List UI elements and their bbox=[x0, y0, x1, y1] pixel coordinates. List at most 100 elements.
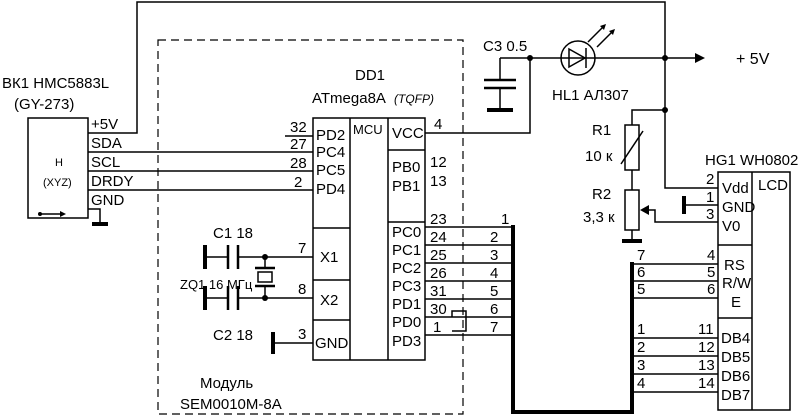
pin-number: 4 bbox=[434, 116, 442, 133]
sensor-pin-scl: SCL bbox=[91, 154, 120, 171]
pin-name: PC2 bbox=[392, 260, 421, 277]
sensor-bk1: ВК1 HMC5883L (GY-273) H (XYZ) +5V SDA SC… bbox=[2, 75, 134, 219]
capacitor-c1: C1 18 bbox=[213, 225, 253, 269]
sensor-pin-drdy: DRDY bbox=[91, 173, 134, 190]
pin-number: 11 bbox=[698, 321, 714, 338]
c3-label: C3 0.5 bbox=[483, 38, 527, 55]
bus-index: 4 bbox=[490, 265, 498, 282]
sensor-ref: ВК1 HMC5883L bbox=[2, 75, 109, 92]
bus-index: 2 bbox=[490, 229, 498, 246]
pin-number: 7 bbox=[298, 240, 306, 257]
lcd-body bbox=[717, 171, 791, 411]
mcu-dd1: DD1 ATmega8A (TQFP) MCU 32 PD2 27 PC4 28… bbox=[290, 67, 509, 361]
supply-label: + 5V bbox=[736, 51, 770, 68]
sensor-axis-arrow-icon bbox=[38, 211, 66, 217]
bus-index: 5 bbox=[637, 281, 645, 298]
bus-index: 7 bbox=[490, 319, 498, 336]
wiper-arrow-icon bbox=[640, 205, 649, 215]
crystal-plates bbox=[255, 266, 275, 288]
potentiometer-icon bbox=[624, 189, 640, 231]
resistor-r1: R1 10 к bbox=[585, 122, 644, 171]
pin-number: 23 bbox=[430, 211, 447, 228]
pin-name: PC4 bbox=[316, 144, 345, 161]
pin-name: PD1 bbox=[392, 296, 421, 313]
pin-number: 26 bbox=[430, 265, 447, 282]
bus-index: 3 bbox=[490, 247, 498, 264]
bus-index: 4 bbox=[637, 375, 645, 392]
module-outline bbox=[157, 39, 464, 415]
junction-dot bbox=[527, 55, 533, 61]
wires bbox=[88, 1, 718, 414]
mcu-part: ATmega8A bbox=[312, 90, 386, 107]
bus-index: 7 bbox=[637, 247, 645, 264]
sensor-pin-sda: SDA bbox=[91, 135, 122, 152]
pin-number: 12 bbox=[430, 154, 447, 171]
bus-index: 6 bbox=[490, 301, 498, 318]
pin-number: 32 bbox=[290, 119, 307, 136]
bus-index: 3 bbox=[637, 357, 645, 374]
bus-index: 2 bbox=[637, 339, 645, 356]
sensor-gnd-wire bbox=[88, 208, 101, 223]
mcu-right-dividers bbox=[388, 149, 425, 223]
pin-name: DB6 bbox=[721, 368, 750, 385]
mcu-left-dividers bbox=[313, 227, 350, 321]
pin-name: DB4 bbox=[721, 330, 750, 347]
pin-number: 14 bbox=[698, 375, 715, 392]
pin-number: 3 bbox=[298, 326, 306, 343]
mcu-package: (TQFP) bbox=[394, 92, 434, 106]
pin-name: R/W bbox=[722, 275, 752, 292]
pin-number: 28 bbox=[290, 155, 307, 172]
sensor-body-line1: H bbox=[55, 157, 63, 169]
junction-dot bbox=[262, 254, 268, 260]
pin-number: 24 bbox=[430, 229, 447, 246]
pin-number: 2 bbox=[294, 174, 302, 191]
pin-name: PC0 bbox=[392, 224, 421, 241]
crystal-icon bbox=[257, 271, 273, 283]
pin-name: RS bbox=[724, 257, 745, 274]
junction-dot bbox=[662, 107, 668, 113]
mcu-header: MCU bbox=[353, 122, 383, 137]
capacitor-icon bbox=[226, 245, 240, 269]
capacitor-icon bbox=[226, 286, 240, 310]
lcd-label: LCD bbox=[758, 177, 788, 194]
module-name: SEM0010M-8A bbox=[180, 396, 282, 413]
pin-number: 4 bbox=[707, 247, 715, 264]
r2-value: 3,3 к bbox=[583, 209, 615, 226]
wiper-wire bbox=[646, 209, 718, 223]
sensor-body-line2: (XYZ) bbox=[43, 177, 72, 189]
potentiometer-r2: R2 3,3 к bbox=[583, 186, 640, 231]
pin-name: VCC bbox=[392, 125, 424, 142]
vcc-wire bbox=[425, 58, 531, 134]
pin-name: PB1 bbox=[392, 178, 420, 195]
data-bus bbox=[511, 225, 634, 414]
capacitor-c2: C2 18 bbox=[213, 286, 253, 344]
pin-name: PC1 bbox=[392, 242, 421, 259]
pin-name: PB0 bbox=[392, 159, 420, 176]
pin-name: GND bbox=[722, 199, 756, 216]
light-emission-arrows-icon bbox=[587, 24, 615, 48]
pin-number: 1 bbox=[433, 319, 441, 336]
pin-name: Vdd bbox=[722, 180, 749, 197]
pin-number: 27 bbox=[290, 136, 307, 153]
r1-ref: R1 bbox=[592, 122, 611, 139]
pin-name: PD2 bbox=[316, 127, 345, 144]
mcu-ref: DD1 bbox=[355, 67, 385, 84]
hl1-label: HL1 АЛ307 bbox=[552, 87, 629, 104]
pin-number: 8 bbox=[298, 281, 306, 298]
bus-index: 1 bbox=[637, 321, 645, 338]
pin-number: 12 bbox=[698, 339, 715, 356]
module-label: Модуль bbox=[200, 375, 253, 392]
junction-dot bbox=[262, 295, 268, 301]
pin-number: 13 bbox=[430, 173, 447, 190]
junction-dot bbox=[662, 55, 668, 61]
capacitor-icon bbox=[484, 78, 516, 90]
pin-name: DB5 bbox=[721, 349, 750, 366]
lcd-row-dividers bbox=[718, 244, 752, 319]
pin-name: PD4 bbox=[316, 181, 345, 198]
pd0-jumper bbox=[451, 310, 467, 332]
supply-arrow-icon bbox=[695, 53, 705, 63]
sensor-pin-5v: +5V bbox=[91, 116, 118, 133]
pin-name: PD0 bbox=[392, 314, 421, 331]
r2-ref: R2 bbox=[592, 186, 611, 203]
bus-index: 6 bbox=[637, 264, 645, 281]
